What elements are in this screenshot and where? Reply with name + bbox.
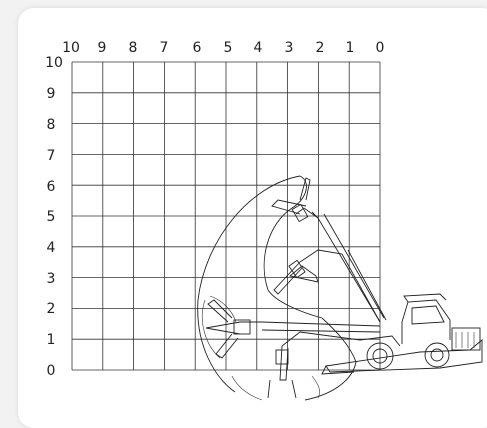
x-label-2: 2 — [316, 40, 325, 56]
y-label-7: 7 — [47, 148, 56, 164]
reach-grid — [71, 61, 381, 371]
carrier-vehicle — [321, 293, 483, 375]
y-label-1: 1 — [47, 332, 56, 348]
x-label-6: 6 — [193, 40, 202, 56]
x-label-8: 8 — [129, 40, 138, 56]
y-label-8: 8 — [47, 117, 56, 133]
y-axis-labels: 10 9 8 7 6 5 4 3 2 1 0 — [45, 55, 63, 379]
y-label-3: 3 — [47, 271, 56, 287]
x-label-7: 7 — [160, 40, 169, 56]
y-label-10: 10 — [45, 55, 63, 71]
x-label-5: 5 — [224, 40, 233, 56]
boom-arms — [205, 177, 387, 399]
y-label-4: 4 — [47, 240, 56, 256]
y-label-0: 0 — [47, 363, 56, 379]
x-label-0: 0 — [376, 40, 385, 56]
reach-envelope — [197, 175, 357, 401]
x-label-4: 4 — [254, 40, 263, 56]
y-label-9: 9 — [47, 86, 56, 102]
y-label-2: 2 — [47, 301, 56, 317]
x-label-9: 9 — [98, 40, 107, 56]
x-axis-labels: 10 9 8 7 6 5 4 3 2 1 0 — [62, 40, 384, 56]
y-label-5: 5 — [47, 209, 56, 225]
x-label-1: 1 — [346, 40, 355, 56]
x-label-3: 3 — [285, 40, 294, 56]
reach-diagram: 10 9 8 7 6 5 4 3 2 1 0 10 9 8 7 6 5 4 3 … — [45, 40, 483, 401]
y-label-6: 6 — [47, 179, 56, 195]
x-label-10: 10 — [62, 40, 80, 56]
card-panel — [18, 8, 487, 428]
